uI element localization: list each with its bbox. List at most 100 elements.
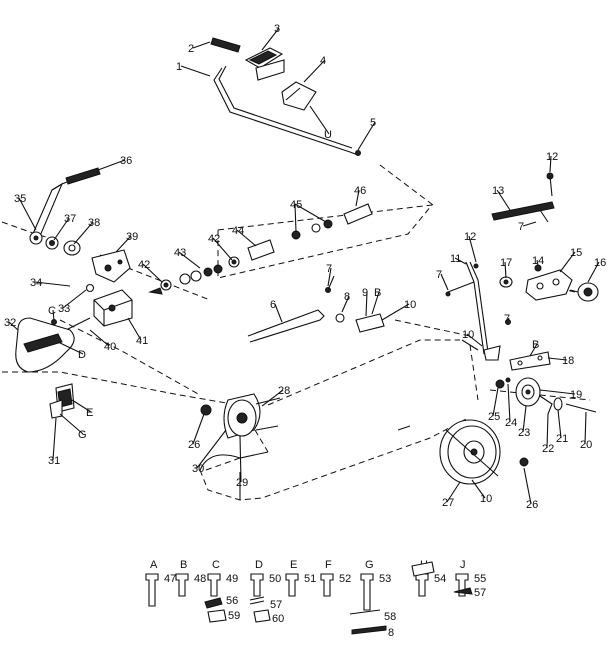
- callout-15: 15: [570, 247, 582, 259]
- legend-letter-E: E: [290, 559, 297, 571]
- callout-13: 13: [492, 185, 504, 197]
- bolt-icon: [415, 573, 429, 597]
- callout-21: 21: [556, 433, 568, 445]
- leader-line: [341, 295, 350, 313]
- callout-Bb: B: [532, 339, 539, 351]
- leader-line: [546, 413, 549, 449]
- callout-34: 34: [30, 277, 42, 289]
- callout-20: 20: [580, 439, 592, 451]
- leader-line: [587, 261, 600, 283]
- leader-line: [239, 435, 242, 483]
- leader-line: [468, 235, 477, 263]
- leader-line: [357, 121, 376, 151]
- linkage-40: [65, 317, 91, 331]
- leader-line: [504, 261, 507, 279]
- legend-letter-B: B: [180, 559, 187, 571]
- leader-line: [261, 27, 280, 51]
- callout-10a: 10: [404, 299, 416, 311]
- leader-line: [142, 263, 163, 283]
- spring-13: [491, 172, 555, 223]
- legend-letter-C: C: [212, 559, 220, 571]
- leader-line: [371, 291, 380, 315]
- callout-8: 8: [344, 291, 350, 303]
- bolt-icon: [207, 573, 221, 597]
- callout-3: 3: [274, 23, 280, 35]
- leader-line: [466, 333, 483, 347]
- leader-line: [192, 41, 211, 49]
- legend-letter-D: D: [255, 559, 263, 571]
- leader-line: [52, 309, 55, 321]
- washers-row: [85, 203, 373, 295]
- leader-line: [62, 289, 87, 309]
- leader-line: [446, 481, 461, 503]
- legend-extra-58: 58: [384, 611, 396, 623]
- leader-line: [327, 267, 332, 287]
- left-lever: [29, 167, 101, 256]
- callout-10c: 10: [480, 493, 492, 505]
- callout-7b: 7: [436, 269, 442, 281]
- callout-22: 22: [542, 443, 554, 455]
- callout-24: 24: [505, 417, 517, 429]
- callout-18: 18: [562, 355, 574, 367]
- callout-10b: 10: [462, 329, 474, 341]
- callout-28: 28: [278, 385, 290, 397]
- bolt-icon: [360, 573, 374, 611]
- callout-12a: 12: [546, 151, 558, 163]
- leader-line: [8, 321, 19, 331]
- callout-7d: 7: [518, 221, 524, 233]
- leader-line: [294, 203, 297, 233]
- legend-extra-59: 59: [228, 610, 240, 622]
- legend-number-48: 48: [194, 573, 206, 585]
- leader-line: [523, 467, 532, 505]
- leader-line: [178, 251, 201, 269]
- leader-line: [18, 197, 37, 231]
- callout-5: 5: [370, 117, 376, 129]
- plate-18: [461, 339, 551, 371]
- leader-line: [274, 303, 283, 323]
- leader-line: [192, 413, 205, 445]
- callout-Ba: B: [374, 287, 381, 299]
- leader-line: [73, 221, 94, 245]
- legend-letter-J: J: [460, 559, 466, 571]
- callout-U: U: [324, 129, 332, 141]
- callout-14: 14: [532, 255, 544, 267]
- wheel-23: [495, 377, 597, 415]
- callout-C: C: [48, 305, 56, 317]
- wheel-27: [397, 419, 529, 485]
- callout-31: 31: [48, 455, 60, 467]
- callout-7a: 7: [326, 263, 332, 275]
- callout-43: 43: [174, 247, 186, 259]
- leader-line: [212, 237, 233, 261]
- callout-17: 17: [500, 257, 512, 269]
- legend-letter-G: G: [365, 559, 374, 571]
- callout-46: 46: [354, 185, 366, 197]
- callout-1: 1: [176, 61, 182, 73]
- callout-42a: 42: [138, 259, 150, 271]
- callout-4: 4: [320, 55, 326, 67]
- callout-26a: 26: [188, 439, 200, 451]
- leader-line: [529, 343, 538, 357]
- guard-32: [15, 317, 75, 373]
- legend-letter-F: F: [325, 559, 332, 571]
- bolt-icon: [285, 573, 299, 597]
- leader-line: [547, 357, 568, 361]
- deck: [199, 451, 269, 500]
- leader-line: [57, 341, 84, 355]
- callout-45: 45: [290, 199, 302, 211]
- callout-33: 33: [58, 303, 70, 315]
- callout-37: 37: [64, 213, 76, 225]
- leader-line: [309, 105, 330, 135]
- hub-29: [200, 393, 281, 439]
- leader-line: [355, 189, 360, 207]
- leader-line: [196, 429, 227, 469]
- handle-assembly: [210, 37, 361, 156]
- leader-line: [261, 389, 284, 407]
- callout-41: 41: [136, 335, 148, 347]
- leader-line: [53, 217, 70, 241]
- bracket-15: [499, 264, 599, 302]
- callout-G: G: [78, 429, 87, 441]
- legend-number-47: 47: [164, 573, 176, 585]
- leader-line: [522, 221, 537, 227]
